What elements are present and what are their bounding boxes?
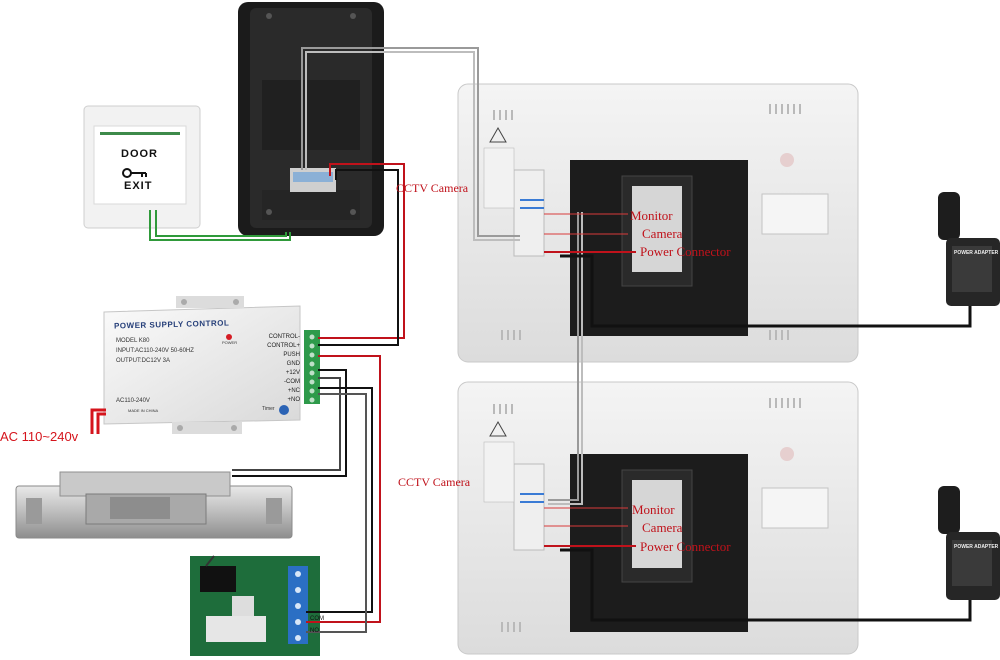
electric-strike-lock (15, 471, 293, 539)
psu-terminal: +NC (287, 388, 300, 394)
power-supply-controller (103, 296, 320, 434)
wire-black-adapter-1 (560, 254, 972, 328)
adapter-title: POWER ADAPTER (954, 250, 999, 256)
psu-model: MODEL K80 (116, 338, 150, 344)
port-label-monitor: Monitor (630, 208, 673, 223)
key-icon (122, 168, 147, 178)
door-exit-button (83, 105, 201, 229)
indoor-monitor-1 (457, 83, 859, 363)
wire-red-relay (306, 355, 381, 623)
wire-red-ac (90, 408, 106, 434)
port-label-camera: Camera (642, 520, 683, 535)
psu-made-in: MADE IN CHINA (128, 408, 159, 413)
relay-board (190, 555, 320, 656)
psu-terminal: +12V (285, 370, 300, 376)
relay-terminal-com: COM (310, 616, 324, 622)
port-label-power-connector: Power Connector (640, 539, 731, 554)
adapter-title: POWER ADAPTER (954, 544, 999, 550)
cctv-camera-label: CCTV Camera (398, 475, 471, 489)
psu-ac-label: AC110-240V (116, 398, 150, 404)
outdoor-camera-unit (238, 2, 384, 236)
psu-power-badge: POWER (222, 340, 238, 345)
psu-terminal: -COM (284, 379, 300, 385)
psu-terminal: PUSH (283, 352, 300, 358)
psu-input: INPUT:AC110-240V 50-60HZ (116, 348, 194, 354)
psu-terminal: GND (286, 361, 300, 367)
port-label-monitor: Monitor (632, 502, 675, 517)
wire-red-unit (318, 163, 405, 339)
wire-grey-daisy (548, 212, 579, 501)
vent-slots (493, 104, 801, 340)
wire-black-lock (232, 369, 347, 477)
psu-terminal: +NO (287, 397, 300, 403)
door-button-line2: EXIT (124, 180, 153, 192)
relay-terminal-no: NO (310, 628, 319, 634)
psu-terminal: CONTROL+ (267, 343, 300, 349)
port-label-camera: Camera (642, 226, 683, 241)
ac-input-label: AC 110~240v (0, 429, 79, 444)
door-button-line1: DOOR (121, 148, 158, 160)
port-label-power-connector: Power Connector (640, 244, 731, 259)
power-adapter-1 (938, 192, 1000, 306)
cctv-camera-label: CCTV Camera (396, 181, 469, 195)
wire-black-unit (318, 169, 399, 346)
wiring (90, 47, 972, 633)
wire-green-door (149, 210, 291, 241)
wire-black-adapter-2 (560, 548, 972, 622)
indoor-monitor-2 (457, 381, 859, 655)
power-adapter-2 (938, 486, 1000, 600)
psu-output: OUTPUT:DC12V 3A (116, 358, 171, 364)
wire-black-relay (306, 387, 373, 613)
psu-timer: Timer (262, 406, 275, 412)
wire-grey-camera (301, 47, 520, 237)
psu-terminal: CONTROL- (268, 334, 300, 340)
